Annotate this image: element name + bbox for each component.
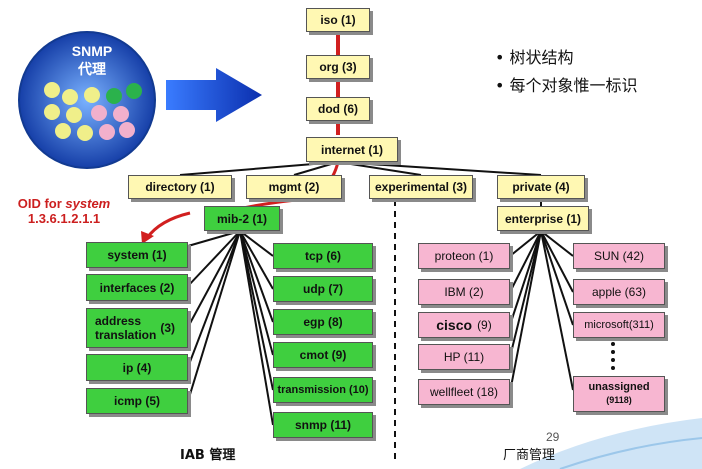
agent-label: SNMP 代理: [71, 43, 113, 77]
node-internet[interactable]: internet (1): [306, 137, 398, 162]
node-apple[interactable]: apple (63): [573, 279, 665, 305]
agent-dot: [84, 87, 100, 103]
bullet-item: • 每个对象惟一标识: [495, 76, 638, 95]
iab-management-label: IAB 管理: [180, 448, 236, 463]
node-iso[interactable]: iso (1): [306, 8, 370, 32]
node-cmot[interactable]: cmot (9): [273, 342, 373, 368]
node-icmp[interactable]: icmp (5): [86, 388, 188, 414]
node-interfaces[interactable]: interfaces (2): [86, 274, 188, 301]
node-udp[interactable]: udp (7): [273, 276, 373, 302]
node-org[interactable]: org (3): [306, 55, 370, 79]
node-system[interactable]: system (1): [86, 242, 188, 268]
agent-dot: [62, 89, 78, 105]
bullet-item: • 树状结构: [495, 48, 574, 67]
agent-dot: [99, 124, 115, 140]
vendor-management-label: 厂商管理: [503, 448, 556, 463]
agent-dot: [119, 122, 135, 138]
node-dod[interactable]: dod (6): [306, 97, 370, 121]
node-sun[interactable]: SUN (42): [573, 243, 665, 269]
node-proteon[interactable]: proteon (1): [418, 243, 510, 269]
page-number: 29: [546, 430, 560, 444]
node-cisco[interactable]: cisco(9): [418, 312, 510, 338]
node-enterprise[interactable]: enterprise (1): [497, 206, 589, 231]
agent-dot: [44, 82, 60, 98]
agent-dot: [106, 88, 122, 104]
agent-dot: [113, 106, 129, 122]
agent-dot: [55, 123, 71, 139]
node-directory[interactable]: directory (1): [128, 175, 232, 199]
big-blue-arrow: [166, 68, 262, 122]
node-tcp[interactable]: tcp (6): [273, 243, 373, 269]
oid-annotation: OID for system 1.3.6.1.2.1.1: [17, 196, 111, 226]
node-ibm[interactable]: IBM (2): [418, 279, 510, 305]
node-private[interactable]: private (4): [497, 175, 585, 199]
node-unassigned[interactable]: unassigned(9118): [573, 376, 665, 412]
node-microsoft[interactable]: microsoft(311): [573, 312, 665, 338]
node-ip[interactable]: ip (4): [86, 354, 188, 381]
node-snmp[interactable]: snmp (11): [273, 412, 373, 438]
agent-dot: [66, 107, 82, 123]
agent-dot: [126, 83, 142, 99]
agent-dot: [77, 125, 93, 141]
node-egp[interactable]: egp (8): [273, 309, 373, 335]
node-transmission[interactable]: transmission (10): [273, 377, 373, 403]
node-wellfleet[interactable]: wellfleet (18): [418, 379, 510, 405]
node-mib-2[interactable]: mib-2 (1): [204, 206, 280, 231]
agent-dot: [91, 105, 107, 121]
agent-dot: [44, 104, 60, 120]
node-experimental[interactable]: experimental (3): [369, 175, 473, 199]
node-hp[interactable]: HP (11): [418, 344, 510, 370]
node-mgmt[interactable]: mgmt (2): [246, 175, 342, 199]
